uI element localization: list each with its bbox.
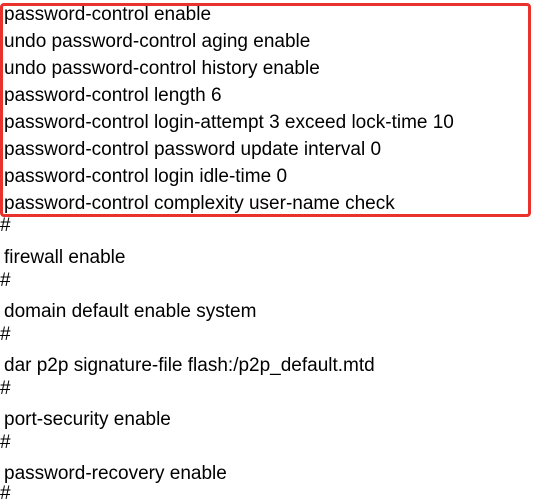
separator-line: # [0,378,11,399]
separator-line: # [0,432,11,453]
config-line-undo-aging: undo password-control aging enable [4,31,311,52]
config-line-login-attempt: password-control login-attempt 3 exceed … [4,112,454,133]
config-line-idle-time: password-control login idle-time 0 [4,166,288,187]
highlight-box [0,3,531,217]
separator-line: # [0,483,11,504]
config-line-length: password-control length 6 [4,85,222,106]
separator-line: # [0,215,11,236]
config-line-port-security: port-security enable [4,409,171,430]
config-line-dar: dar p2p signature-file flash:/p2p_defaul… [4,355,375,376]
separator-line: # [0,270,11,291]
config-line-undo-history: undo password-control history enable [4,58,320,79]
config-line-password-control-enable: password-control enable [4,4,212,25]
config-line-password-recovery: password-recovery enable [4,463,227,484]
config-line-firewall: firewall enable [4,247,126,268]
config-line-complexity: password-control complexity user-name ch… [4,193,395,214]
separator-line: # [0,324,11,345]
config-line-domain: domain default enable system [4,301,257,322]
config-line-update-interval: password-control password update interva… [4,139,382,160]
